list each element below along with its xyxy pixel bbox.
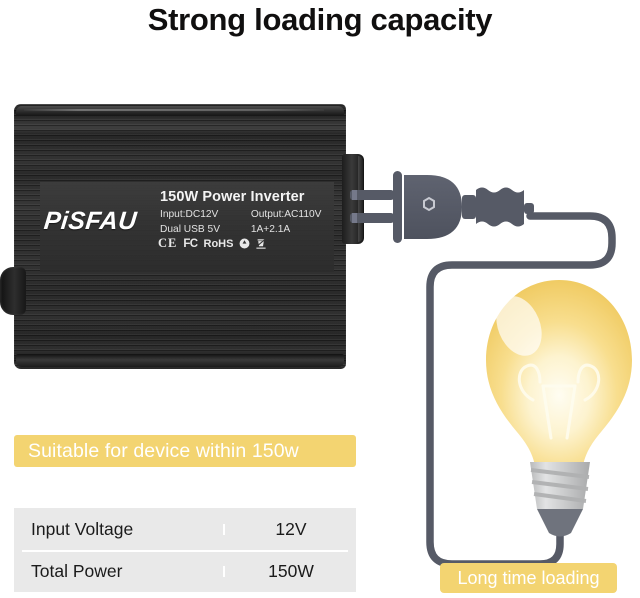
bulb-filament (517, 363, 601, 440)
inverter-label-plate (40, 182, 334, 272)
bulb-base-tip (537, 509, 583, 537)
specification-table: Input Voltage 12V Total Power 150W (14, 508, 356, 592)
inverter-top-highlight (24, 109, 324, 111)
certification-marks: CE FC RoHS (158, 236, 267, 251)
inverter-ac-socket-edge (358, 156, 363, 242)
spec-row-value: 150W (223, 561, 356, 582)
bulb-screw-base (530, 462, 590, 537)
plug-body (404, 175, 462, 239)
rohs-mark-icon: RoHS (203, 237, 234, 250)
bulb-glass (486, 280, 632, 466)
product-model-label: 150W Power Inverter (160, 189, 305, 205)
power-inverter-device (0, 104, 364, 369)
plug-hex-hole (423, 196, 435, 212)
inverter-bottom-bevel (16, 354, 344, 367)
spec-output-voltage: Output:AC110V (250, 209, 322, 220)
spec-row-key: Input Voltage (31, 518, 134, 539)
table-row: Total Power 150W (14, 550, 356, 592)
plug-collar (393, 171, 402, 243)
power-cable (426, 212, 616, 568)
spec-usb-voltage: Dual USB 5V (160, 224, 221, 235)
spec-line-input-output: Input:DC12V Output:AC110V (160, 209, 321, 220)
spec-input-voltage: Input:DC12V (160, 209, 219, 220)
banner-suitable-for-device: Suitable for device within 150w (14, 435, 356, 467)
page-title: Strong loading capacity (147, 2, 493, 37)
fcc-mark-icon: FC (183, 237, 198, 250)
table-row: Input Voltage 12V (14, 508, 356, 550)
brand-logo: PiSFAU (42, 207, 139, 235)
weee-bin-mark-icon (256, 238, 267, 249)
inverter-side-knob (0, 267, 26, 315)
inverter-top-bevel (16, 106, 344, 116)
spec-usb-current: 1A+2.1A (250, 224, 291, 235)
plug-strain-relief (462, 187, 534, 227)
ce-mark-icon: CE (158, 236, 178, 250)
badge-long-time-loading: Long time loading (440, 563, 617, 593)
bulb-highlight (496, 296, 542, 356)
spec-row-value: 12V (223, 519, 356, 540)
spec-line-usb: Dual USB 5V 1A+2.1A (160, 224, 290, 235)
spec-row-key: Total Power (31, 560, 123, 581)
recycle-mark-icon (240, 238, 250, 249)
